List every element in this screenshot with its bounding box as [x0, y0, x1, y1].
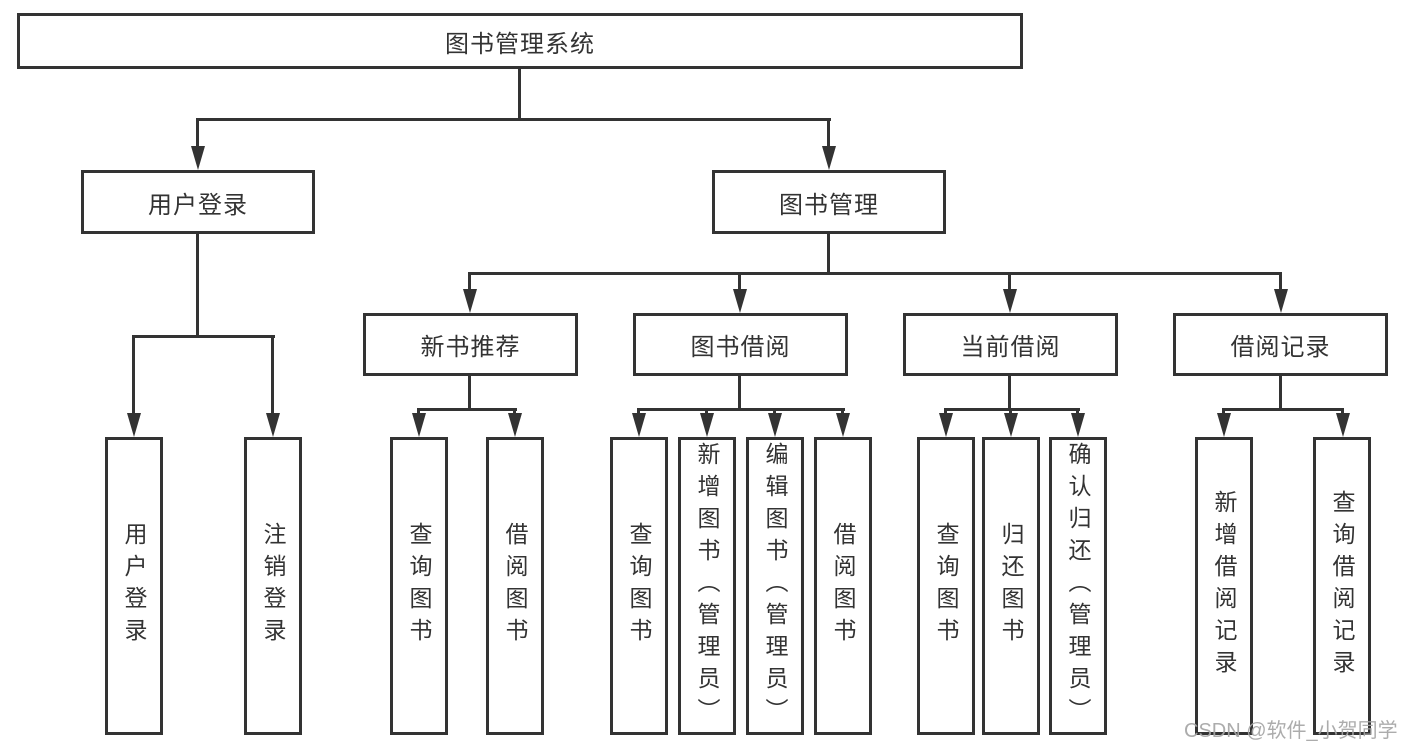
arrow-down-icon	[632, 413, 646, 437]
arrow-down-icon	[700, 413, 714, 437]
connector-stem	[773, 408, 776, 417]
arrow-down-icon	[836, 413, 850, 437]
leaf-add-borrow-record: 新增借阅记录	[1195, 437, 1253, 735]
node-label: 编辑图书（管理员）	[762, 442, 788, 730]
node-label: 查询图书	[933, 522, 959, 650]
node-label: 查询图书	[626, 522, 652, 650]
connector-stem	[1279, 272, 1282, 292]
leaf-confirm-return-admin: 确认归还（管理员）	[1049, 437, 1107, 735]
connector-stem	[827, 118, 830, 150]
connector-stem	[1076, 408, 1079, 417]
connector-stem	[271, 335, 274, 417]
leaf-add-book-admin: 新增图书（管理员）	[678, 437, 736, 735]
arrow-down-icon	[1071, 413, 1085, 437]
connector-stem	[944, 408, 947, 417]
node-label: 新书推荐	[420, 334, 521, 361]
connector-borrow-stub	[738, 376, 741, 408]
connector-stem	[738, 272, 741, 292]
node-borrow-records: 借阅记录	[1173, 313, 1388, 376]
arrow-down-icon	[822, 146, 836, 170]
node-label: 图书管理	[779, 191, 879, 219]
node-label: 归还图书	[998, 522, 1024, 650]
connector-mgmt-stub	[827, 234, 830, 272]
connector-login-split	[132, 335, 275, 338]
node-label: 确认归还（管理员）	[1065, 442, 1091, 730]
connector-stem	[132, 335, 135, 417]
connector-recommend-split	[417, 408, 517, 411]
node-book-borrow: 图书借阅	[633, 313, 848, 376]
arrow-down-icon	[1003, 289, 1017, 313]
node-library-system: 图书管理系统	[17, 13, 1023, 69]
connector-stem	[1341, 408, 1344, 417]
connector-login-stub	[196, 234, 199, 335]
node-book-management: 图书管理	[712, 170, 946, 234]
leaf-edit-book-admin: 编辑图书（管理员）	[746, 437, 804, 735]
leaf-query-books-borrow: 查询图书	[610, 437, 668, 735]
connector-stem	[417, 408, 420, 417]
connector-records-stub	[1279, 376, 1282, 408]
node-user-login: 用户登录	[81, 170, 315, 234]
connector-stem	[1009, 408, 1012, 417]
node-label: 当前借阅	[960, 334, 1061, 361]
node-label: 借阅记录	[1230, 334, 1331, 361]
arrow-down-icon	[508, 413, 522, 437]
arrow-down-icon	[939, 413, 953, 437]
node-label: 用户登录	[148, 191, 248, 219]
connector-level3-split	[468, 272, 1282, 275]
node-new-book-recommend: 新书推荐	[363, 313, 578, 376]
node-current-borrow: 当前借阅	[903, 313, 1118, 376]
connector-stem	[1008, 272, 1011, 292]
arrow-down-icon	[412, 413, 426, 437]
connector-stem	[705, 408, 708, 417]
arrow-down-icon	[768, 413, 782, 437]
arrow-down-icon	[1217, 413, 1231, 437]
connector-stem	[637, 408, 640, 417]
leaf-logout: 注销登录	[244, 437, 302, 735]
node-label: 借阅图书	[502, 522, 528, 650]
connector-root-stub	[518, 69, 521, 118]
leaf-borrow-books: 借阅图书	[814, 437, 872, 735]
leaf-user-login: 用户登录	[105, 437, 163, 735]
leaf-borrow-books-recommend: 借阅图书	[486, 437, 544, 735]
connector-stem	[196, 118, 199, 150]
connector-stem	[468, 272, 471, 292]
connector-recommend-stub	[468, 376, 471, 408]
arrow-down-icon	[1004, 413, 1018, 437]
leaf-query-books-recommend: 查询图书	[390, 437, 448, 735]
node-label: 注销登录	[260, 522, 286, 650]
connector-current-stub	[1008, 376, 1011, 408]
arrow-down-icon	[1274, 289, 1288, 313]
arrow-down-icon	[1336, 413, 1350, 437]
node-label: 图书借阅	[690, 334, 791, 361]
node-label: 用户登录	[121, 522, 147, 650]
connector-borrow-split	[637, 408, 845, 411]
leaf-query-borrow-record: 查询借阅记录	[1313, 437, 1371, 735]
node-label: 图书管理系统	[445, 30, 595, 58]
node-label: 新增借阅记录	[1211, 490, 1237, 682]
node-label: 新增图书（管理员）	[694, 442, 720, 730]
connector-stem	[513, 408, 516, 417]
leaf-return-book: 归还图书	[982, 437, 1040, 735]
connector-root-split	[196, 118, 831, 121]
arrow-down-icon	[127, 413, 141, 437]
csdn-watermark: CSDN @软件_小贺同学	[1184, 720, 1398, 742]
connector-stem	[841, 408, 844, 417]
node-label: 查询借阅记录	[1329, 490, 1355, 682]
arrow-down-icon	[463, 289, 477, 313]
arrow-down-icon	[266, 413, 280, 437]
connector-current-split	[944, 408, 1080, 411]
leaf-query-books-current: 查询图书	[917, 437, 975, 735]
node-label: 借阅图书	[830, 522, 856, 650]
connector-stem	[1222, 408, 1225, 417]
connector-records-split	[1222, 408, 1344, 411]
arrow-down-icon	[733, 289, 747, 313]
arrow-down-icon	[191, 146, 205, 170]
node-label: 查询图书	[406, 522, 432, 650]
